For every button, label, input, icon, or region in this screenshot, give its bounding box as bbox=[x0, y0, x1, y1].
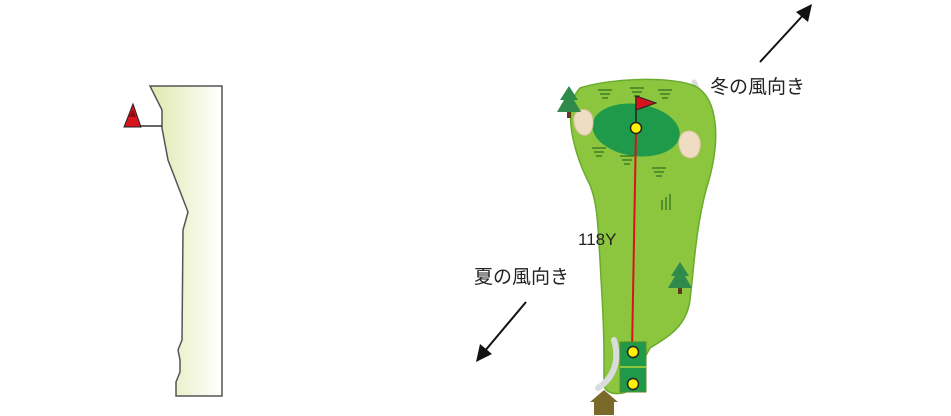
pin-marker-icon bbox=[629, 121, 643, 135]
tree-icon bbox=[557, 86, 581, 118]
tee-path bbox=[595, 337, 620, 391]
wind-arrow-icon bbox=[759, 4, 812, 63]
elevation-profile bbox=[123, 85, 223, 397]
distance-label: 118Y bbox=[578, 230, 617, 249]
flag-icon bbox=[123, 102, 142, 128]
hole-layout bbox=[557, 78, 717, 415]
rough-grass-icon bbox=[592, 87, 672, 210]
summer-wind-label: 夏の風向き bbox=[474, 266, 570, 288]
tree-icon bbox=[668, 262, 692, 294]
winter-wind-label: 冬の風向き bbox=[710, 76, 806, 98]
profile-shape bbox=[148, 85, 223, 397]
fairway bbox=[569, 78, 717, 395]
bunker-left bbox=[573, 109, 594, 136]
tee-marker-icon bbox=[626, 377, 640, 391]
shot-line bbox=[631, 127, 637, 353]
bunker-right bbox=[678, 130, 701, 159]
house-icon bbox=[590, 390, 618, 415]
wind-arrow-icon bbox=[476, 301, 527, 362]
tee-marker-icon bbox=[626, 345, 640, 359]
